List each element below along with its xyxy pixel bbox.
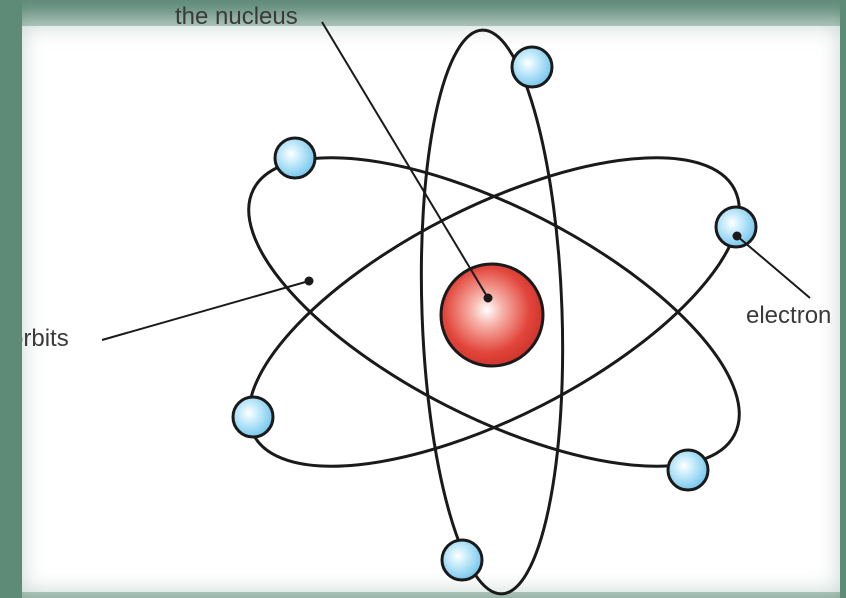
frame-right-edge (840, 0, 846, 598)
nucleus-pointer-line (322, 22, 488, 298)
label-electron: electron (746, 302, 831, 329)
nucleus (441, 264, 543, 366)
electron-lower-right (668, 450, 708, 490)
label-nucleus: the nucleus (175, 3, 298, 30)
frame-left-edge (0, 0, 22, 598)
electron-pointer-line (737, 236, 810, 298)
electron-pointer-dot (734, 233, 741, 240)
orbits-pointer-line (102, 281, 309, 340)
electron-lower-left (233, 397, 273, 437)
nucleus-pointer-dot (485, 295, 492, 302)
electron-bottom (442, 540, 482, 580)
electron-upper-left (275, 138, 315, 178)
electron-right (716, 207, 756, 247)
orbits-pointer-dot (306, 278, 313, 285)
electron-top (512, 47, 552, 87)
